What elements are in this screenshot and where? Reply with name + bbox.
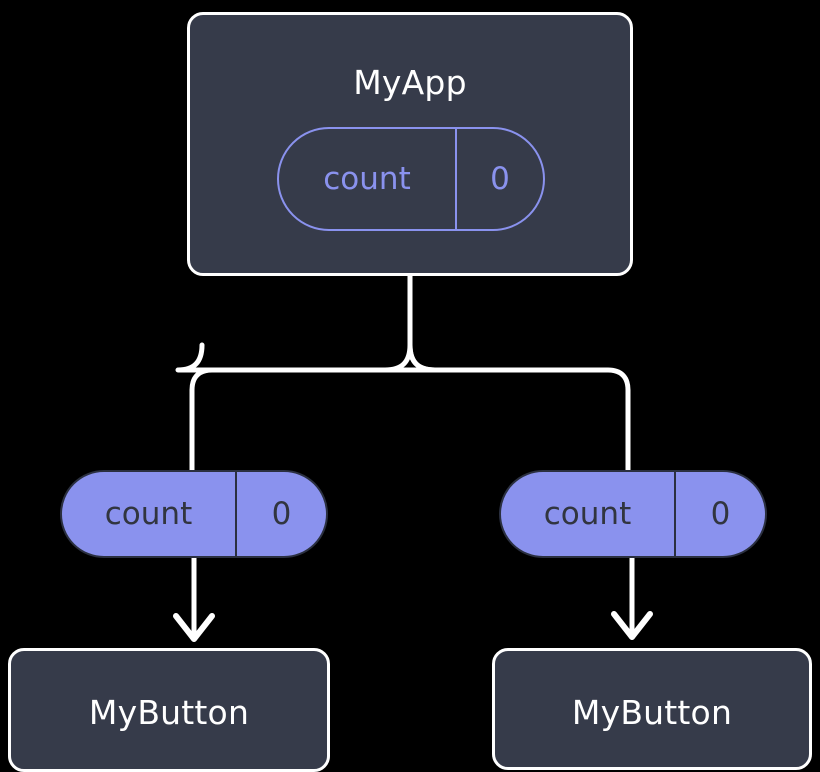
arrow-head-left — [173, 613, 215, 642]
edge-to-right-state — [407, 342, 631, 481]
component-title-mybutton-right: MyButton — [571, 693, 733, 732]
component-node-mybutton-right[interactable]: MyButton — [492, 648, 812, 770]
state-pill-key-mybutton-right: count — [543, 496, 632, 532]
arrow-head-right — [611, 611, 653, 640]
state-pill-key-myapp: count — [323, 161, 411, 197]
state-pill-value-mybutton-left: 0 — [235, 472, 326, 556]
state-pill-key-mybutton-left: count — [104, 496, 193, 532]
component-node-mybutton-left[interactable]: MyButton — [8, 648, 330, 772]
edge-branch-connector — [175, 272, 438, 373]
state-pill-mybutton-left[interactable]: count 0 — [60, 470, 328, 558]
state-pill-myapp[interactable]: count 0 — [277, 127, 545, 231]
state-pill-value-mybutton-right: 0 — [674, 472, 765, 556]
component-title-myapp: MyApp — [353, 63, 467, 102]
component-title-mybutton-left: MyButton — [88, 693, 250, 732]
state-pill-value-myapp: 0 — [455, 129, 543, 229]
edge-to-left-state — [189, 342, 413, 481]
state-pill-mybutton-right[interactable]: count 0 — [499, 470, 767, 558]
